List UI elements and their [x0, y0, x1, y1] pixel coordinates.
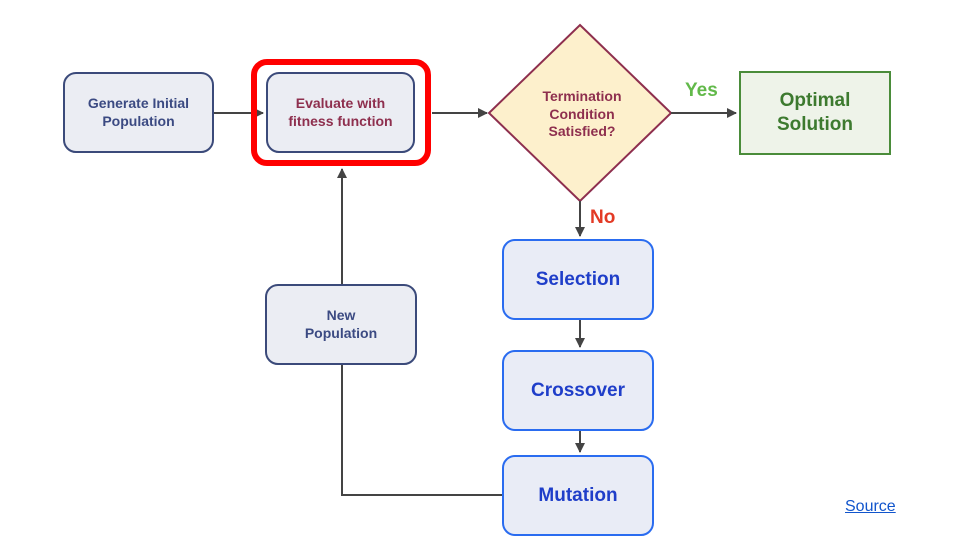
optimal-solution-node: Optimal Solution — [739, 71, 891, 155]
no-label: No — [590, 207, 616, 228]
source-link[interactable]: Source — [845, 498, 896, 515]
mutation-node: Mutation — [502, 455, 654, 536]
evaluate-fitness-node: Evaluate with fitness function — [266, 72, 415, 153]
termination-condition-node: Termination Condition Satisfied? — [542, 88, 622, 140]
yes-label: Yes — [685, 80, 718, 101]
generate-initial-population-node: Generate Initial Population — [63, 72, 214, 153]
connector-mutation-to-new-population — [341, 365, 502, 496]
selection-node: Selection — [502, 239, 654, 320]
highlight-box — [251, 59, 431, 166]
new-population-node: New Population — [265, 284, 417, 365]
crossover-node: Crossover — [502, 350, 654, 431]
